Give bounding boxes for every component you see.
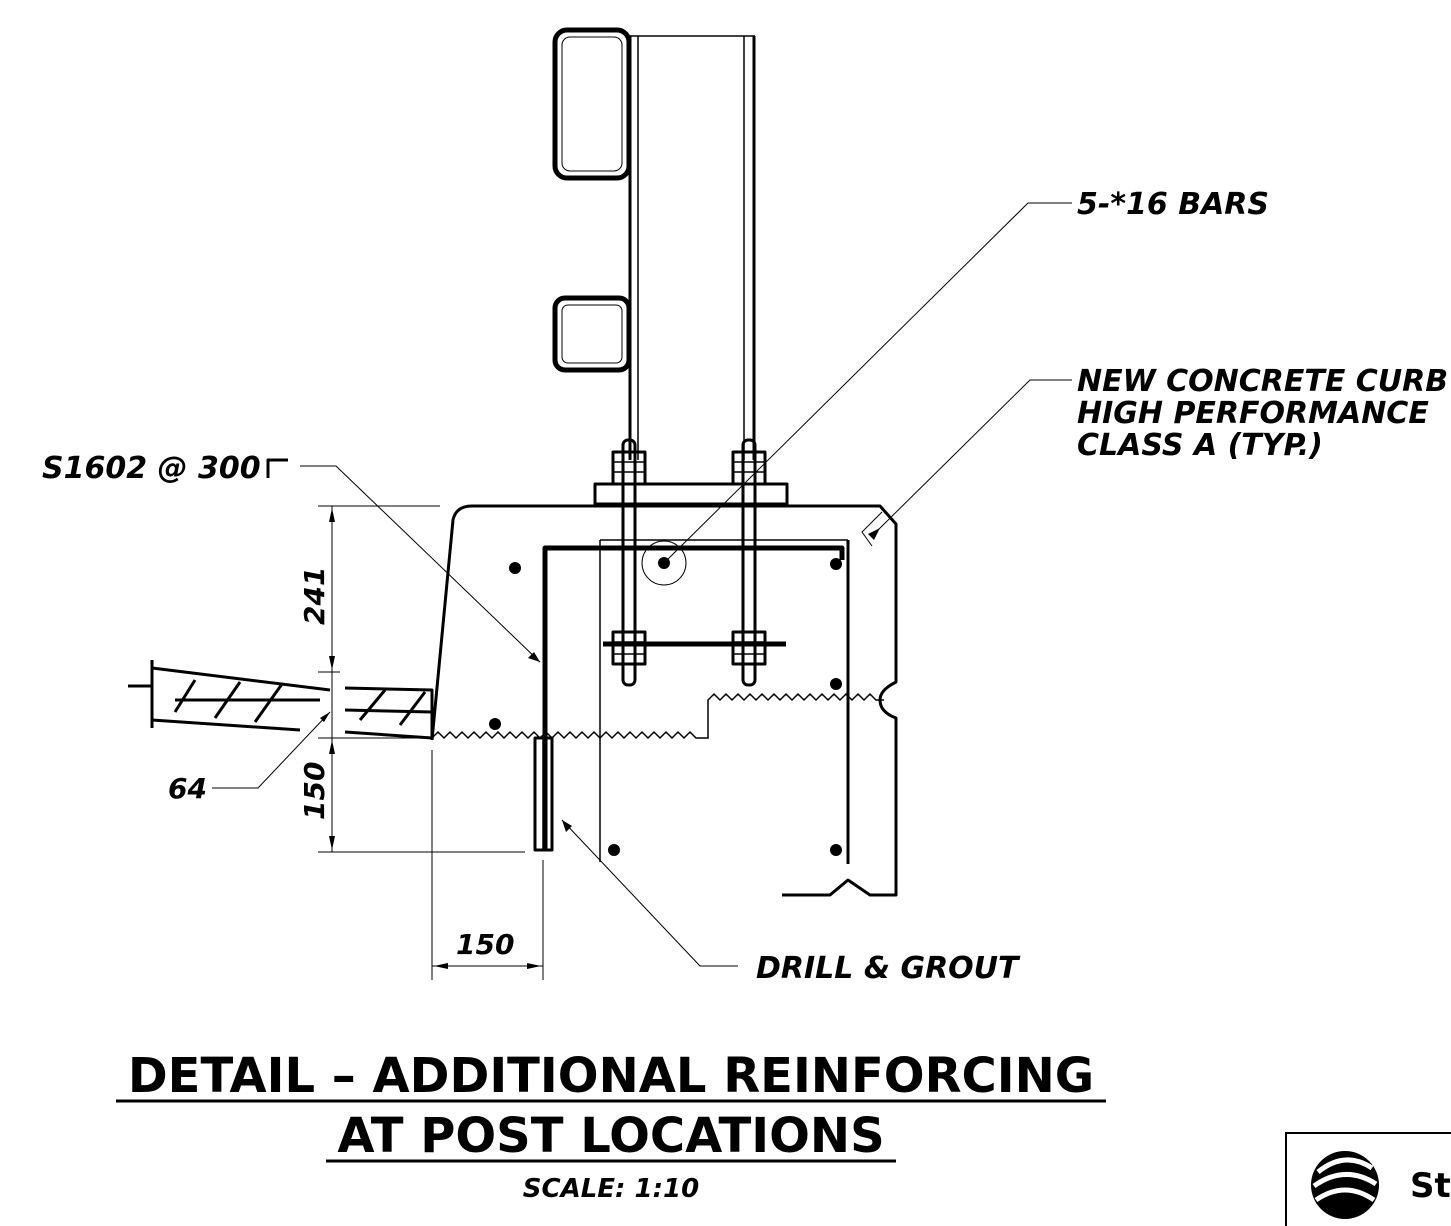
base-plate-anchors	[593, 438, 789, 687]
base-plate	[593, 482, 789, 506]
anchor-bolt-left	[621, 438, 637, 687]
logo-text: St	[1410, 1166, 1451, 1206]
leader-lines	[212, 202, 1072, 967]
width-dimension: 150	[456, 928, 514, 961]
bars-label: 5-*16 BARS	[1077, 187, 1269, 222]
upper-height-dimension: 241	[298, 567, 331, 625]
lower-nut-right	[731, 630, 767, 666]
bar-dot	[830, 844, 842, 856]
bar-dot	[608, 844, 620, 856]
existing-joint	[431, 692, 884, 740]
existing-curb	[599, 539, 850, 864]
bent-bar-symbol	[266, 458, 288, 478]
drill-grout-label: DRILL & GROUT	[756, 951, 1021, 986]
bar-dot	[830, 678, 842, 690]
curb-label-line3: CLASS A (TYP.)	[1077, 428, 1323, 463]
upper-nut-right	[731, 450, 767, 486]
longitudinal-bars	[489, 540, 842, 856]
title-line2: AT POST LOCATIONS	[337, 1108, 884, 1164]
logo-block: St	[1285, 1132, 1451, 1226]
upper-nut-left	[611, 450, 647, 486]
asphalt-pavement	[128, 660, 434, 740]
post	[628, 35, 756, 460]
lower-height-dimension: 150	[298, 762, 331, 820]
bar-dot	[509, 562, 521, 574]
annotations: 5-*16 BARS NEW CONCRETE CURB HIGH PERFOR…	[42, 187, 1448, 986]
bar-dot	[830, 558, 842, 570]
curb-label-line2: HIGH PERFORMANCE	[1077, 396, 1429, 431]
post-and-rails	[552, 27, 756, 460]
title-line1: DETAIL – ADDITIONAL REINFORCING	[128, 1048, 1094, 1104]
lower-rail	[552, 295, 632, 373]
stirrup-label: S1602 @ 300	[42, 451, 261, 486]
lower-nut-left	[611, 630, 647, 666]
curb-label-line1: NEW CONCRETE CURB	[1077, 364, 1448, 399]
bar-callout-circle	[641, 540, 687, 586]
detail-title: DETAIL – ADDITIONAL REINFORCING AT POST …	[116, 1048, 1106, 1204]
swirl-logo-icon	[1311, 1151, 1379, 1219]
scale-label: SCALE: 1:10	[523, 1174, 699, 1204]
stirrup-s1602	[542, 545, 845, 850]
anchor-bolt-right	[741, 438, 757, 687]
dimension-lines	[318, 505, 544, 980]
bar-dot	[489, 718, 501, 730]
upper-rail	[552, 27, 632, 181]
concrete-curb	[430, 504, 898, 897]
asphalt-dimension: 64	[168, 772, 207, 805]
